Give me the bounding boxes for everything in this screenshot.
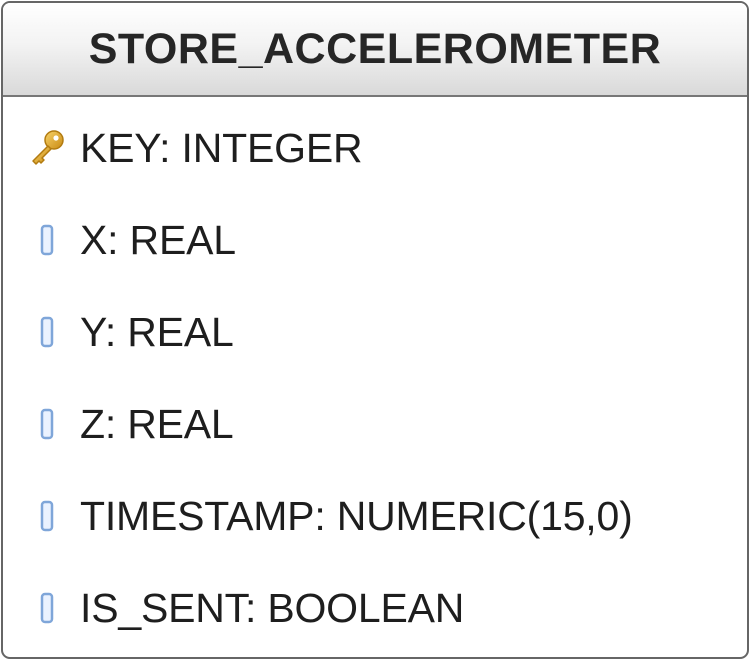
column-icon: [27, 496, 67, 536]
column-icon: [27, 312, 67, 352]
table-header: STORE_ACCELEROMETER: [3, 3, 747, 97]
field-label: KEY: INTEGER: [80, 124, 363, 171]
field-label: IS_SENT: BOOLEAN: [80, 584, 465, 631]
key-icon: [27, 128, 67, 168]
table-title: STORE_ACCELEROMETER: [88, 24, 662, 73]
field-label: X: REAL: [80, 216, 236, 263]
column-icon: [27, 404, 67, 444]
field-row-x: X: REAL: [3, 210, 747, 270]
field-row-is-sent: IS_SENT: BOOLEAN: [3, 578, 747, 638]
field-label: TIMESTAMP: NUMERIC(15,0): [80, 492, 633, 539]
field-row-z: Z: REAL: [3, 394, 747, 454]
field-row-y: Y: REAL: [3, 302, 747, 362]
column-icon: [27, 588, 67, 628]
column-icon: [27, 220, 67, 260]
field-row-key: KEY: INTEGER: [3, 118, 747, 178]
field-label: Y: REAL: [80, 308, 234, 355]
field-row-timestamp: TIMESTAMP: NUMERIC(15,0): [3, 486, 747, 546]
field-label: Z: REAL: [80, 400, 234, 447]
